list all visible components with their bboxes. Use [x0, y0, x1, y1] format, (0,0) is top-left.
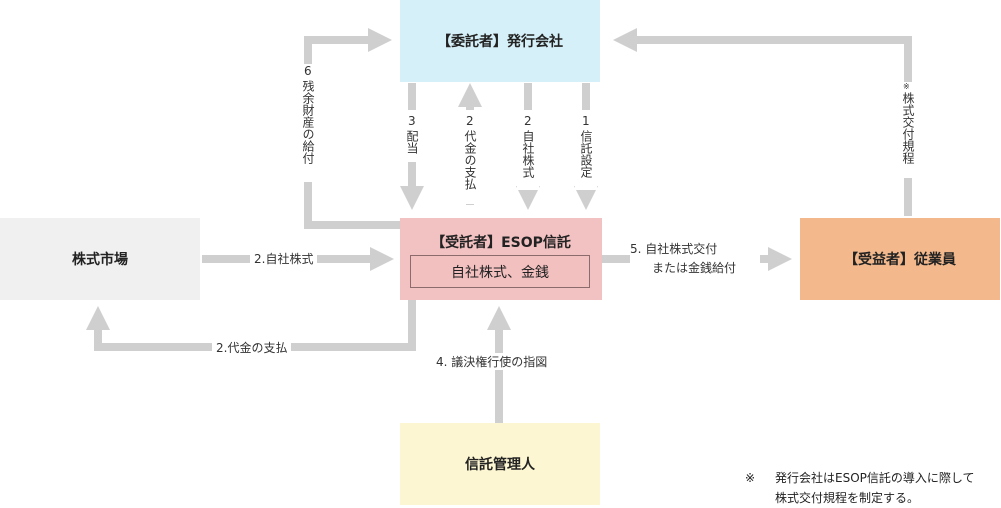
label-trust-to-market: 2.代金の支払: [212, 339, 292, 356]
arrow-stock-rule: [613, 28, 912, 216]
own-shares-down-number: 2: [524, 114, 532, 128]
trustee-assets-box: 自社株式、金銭: [410, 255, 590, 288]
arrow-residual-assets: [304, 28, 400, 229]
beneficiary-label: 【受益者】従業員: [844, 252, 956, 268]
residual-assets-number: 6: [304, 64, 312, 78]
footnote-line2: 株式交付規程を制定する。: [775, 491, 920, 505]
trust-setup-number: 1: [582, 114, 590, 128]
label-payment-up: 2 代金の支払: [459, 110, 481, 204]
market-label: 株式市場: [72, 252, 128, 268]
trustor-box: 【委託者】発行会社: [400, 0, 600, 82]
trustee-label: 【受託者】ESOP信託: [431, 235, 571, 251]
footnote-line1: 発行会社はESOP信託の導入に際して: [775, 471, 975, 485]
admin-label: 信託管理人: [465, 457, 535, 473]
stock-rule-mark: ※: [903, 82, 910, 91]
trust-to-employee-line2: または金銭給付: [652, 261, 737, 275]
label-admin-to-trust: 4. 議決権行使の指図: [432, 353, 552, 370]
residual-assets-text: 残余財産の給付: [301, 80, 315, 164]
footnote-mark: ※: [745, 471, 756, 485]
label-own-shares-down: 2 自社株式: [517, 110, 539, 190]
trustee-assets-label: 自社株式、金銭: [451, 264, 549, 281]
footnote: ※ 発行会社はESOP信託の導入に際して 株式交付規程を制定する。: [745, 468, 999, 508]
label-trust-to-employee: 5. 自社株式交付 または金銭給付: [630, 240, 760, 278]
stock-rule-text: 株式交付規程: [901, 92, 915, 164]
dividend-number: 3: [408, 114, 416, 128]
trustor-label: 【委託者】発行会社: [437, 34, 563, 50]
payment-up-number: 2: [466, 114, 474, 128]
payment-up-text: 代金の支払: [463, 130, 477, 190]
own-shares-down-text: 自社株式: [521, 130, 535, 178]
label-stock-rule: ※ 株式交付規程: [897, 82, 919, 178]
admin-box: 信託管理人: [400, 423, 600, 505]
label-dividend: 3 配当: [401, 110, 423, 162]
label-residual-assets: 6 残余財産の給付: [297, 64, 319, 182]
dividend-text: 配当: [405, 130, 419, 154]
beneficiary-box: 【受益者】従業員: [800, 218, 1000, 300]
label-market-to-trust: 2.自社株式: [250, 250, 318, 267]
trust-to-employee-line1: 5. 自社株式交付: [630, 242, 718, 256]
market-box: 株式市場: [0, 218, 200, 300]
label-trust-setup: 1 信託設定: [575, 110, 597, 190]
trust-setup-text: 信託設定: [579, 130, 593, 178]
